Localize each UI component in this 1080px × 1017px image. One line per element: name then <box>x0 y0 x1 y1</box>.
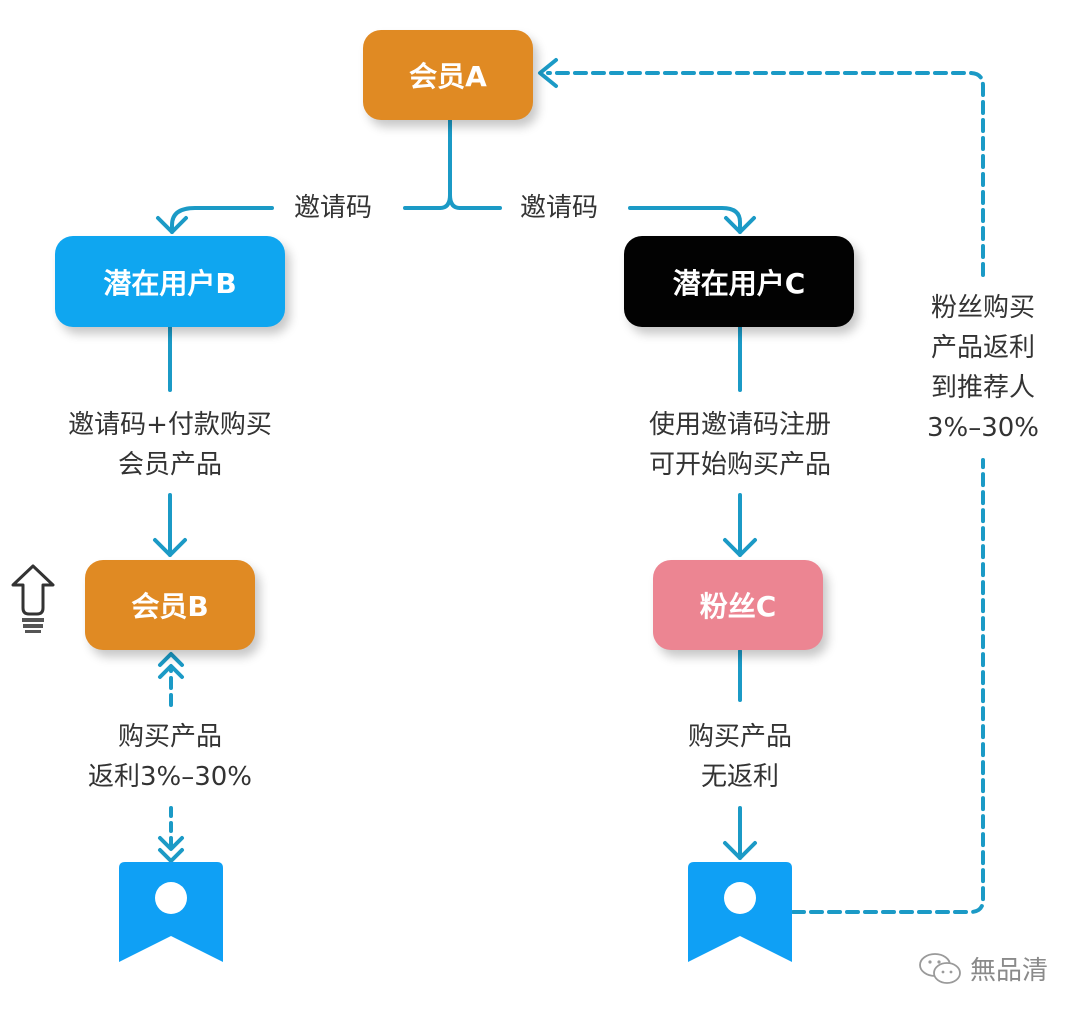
node-member-b: 会员B <box>85 560 255 650</box>
edge-label-rebate-line2: 产品返利 <box>930 333 1035 363</box>
edge-label-b-to-member: 邀请码+付款购买 会员产品 <box>50 405 290 485</box>
connector-a-to-b <box>170 206 442 234</box>
arrowhead-fan-c <box>723 538 757 557</box>
edge-label-member-b-buy: 购买产品 返利3%–30% <box>60 717 280 797</box>
arrowhead-badge-right <box>723 841 757 860</box>
wechat-icon <box>919 952 961 984</box>
bookmark-badge-icon-left <box>119 862 223 962</box>
node-potential-user-b-label: 潜在用户B <box>103 266 237 300</box>
watermark: 無品清 <box>918 950 1048 987</box>
arrowhead-member-b-up-2 <box>158 664 184 679</box>
edge-label-rebate: 粉丝购买 产品返利 到推荐人 3%–30% <box>908 288 1058 448</box>
connector-dashed-rebate <box>546 71 985 914</box>
node-member-a-label: 会员A <box>409 60 487 93</box>
node-potential-user-b: 潜在用户B <box>55 236 285 327</box>
edge-label-invite-right: 邀请码 <box>514 188 605 228</box>
edge-label-fan-buy-line1: 购买产品 <box>687 722 792 752</box>
arrowhead-member-a <box>538 58 558 88</box>
edge-label-c-register-line1: 使用邀请码注册 <box>648 410 831 440</box>
edge-label-member-b-buy-line2: 返利3%–30% <box>87 762 253 792</box>
node-potential-user-c: 潜在用户C <box>624 236 854 327</box>
arrowhead-c <box>724 216 756 234</box>
arrowhead-badge-left-1 <box>158 836 184 851</box>
node-potential-user-c-label: 潜在用户C <box>672 266 806 300</box>
edge-label-invite-left: 邀请码 <box>288 188 379 228</box>
watermark-text: 無品清 <box>970 956 1049 986</box>
edge-label-rebate-line3: 到推荐人 <box>930 373 1035 403</box>
edge-label-fan-buy: 购买产品 无返利 <box>660 717 820 797</box>
node-member-a: 会员A <box>363 30 533 120</box>
edge-label-c-register-line2: 可开始购买产品 <box>648 450 831 480</box>
arrowhead-b <box>156 216 188 234</box>
edge-label-b-to-member-line2: 会员产品 <box>117 450 222 480</box>
edge-label-rebate-line4: 3%–30% <box>926 413 1040 443</box>
edge-label-member-b-buy-line1: 购买产品 <box>117 722 222 752</box>
edge-label-fan-buy-line2: 无返利 <box>700 762 779 792</box>
connector-a-to-c <box>458 206 742 234</box>
arrowhead-member-b <box>153 538 187 557</box>
bookmark-badge-icon-right <box>688 862 792 962</box>
arrowhead-member-b-up-1 <box>158 652 184 667</box>
node-fan-c: 粉丝C <box>653 560 823 650</box>
arrow-up-bulb-icon <box>11 564 55 633</box>
node-fan-c-label: 粉丝C <box>699 590 777 623</box>
edge-label-c-register: 使用邀请码注册 可开始购买产品 <box>620 405 860 485</box>
edge-label-b-to-member-line1: 邀请码+付款购买 <box>68 410 272 440</box>
node-member-b-label: 会员B <box>131 590 209 623</box>
connector-a-trunk <box>438 118 462 210</box>
edge-label-rebate-line1: 粉丝购买 <box>930 293 1035 323</box>
arrowhead-badge-left-2 <box>158 848 184 863</box>
